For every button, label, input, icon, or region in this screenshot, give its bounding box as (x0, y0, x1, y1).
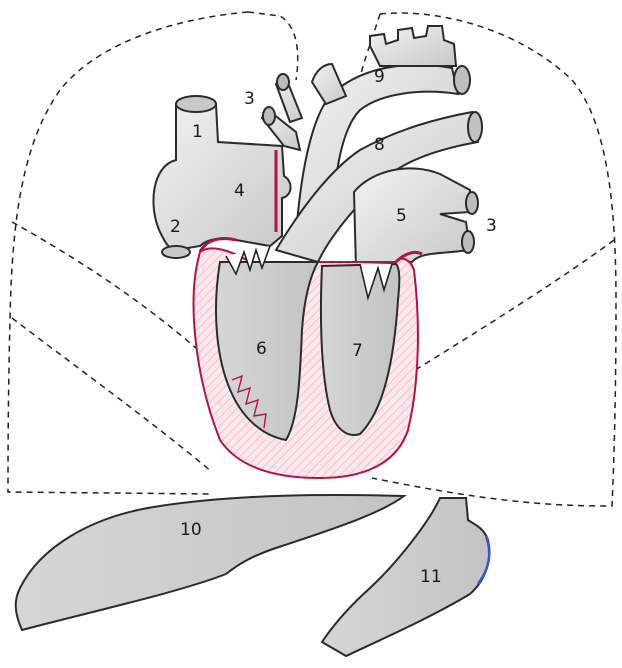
label-7: 7 (352, 341, 363, 361)
label-3-left: 3 (244, 89, 255, 109)
label-6: 6 (256, 339, 267, 359)
right-lung-top-dash (248, 12, 298, 80)
svc-opening (176, 96, 216, 112)
label-4: 4 (234, 181, 245, 201)
ivc-opening (162, 246, 190, 258)
right-lung-fissure-2 (12, 318, 212, 472)
label-9: 9 (374, 67, 385, 87)
label-8: 8 (374, 135, 385, 155)
label-3-right: 3 (486, 216, 497, 236)
label-10: 10 (180, 520, 202, 540)
label-1: 1 (192, 122, 203, 142)
label-2: 2 (170, 217, 181, 237)
label-5: 5 (396, 206, 407, 226)
label-11: 11 (420, 567, 442, 587)
pulmonary-veins-right (262, 74, 302, 150)
left-lung-fissure (412, 240, 614, 372)
liver (16, 495, 404, 630)
ventricles (194, 239, 422, 479)
